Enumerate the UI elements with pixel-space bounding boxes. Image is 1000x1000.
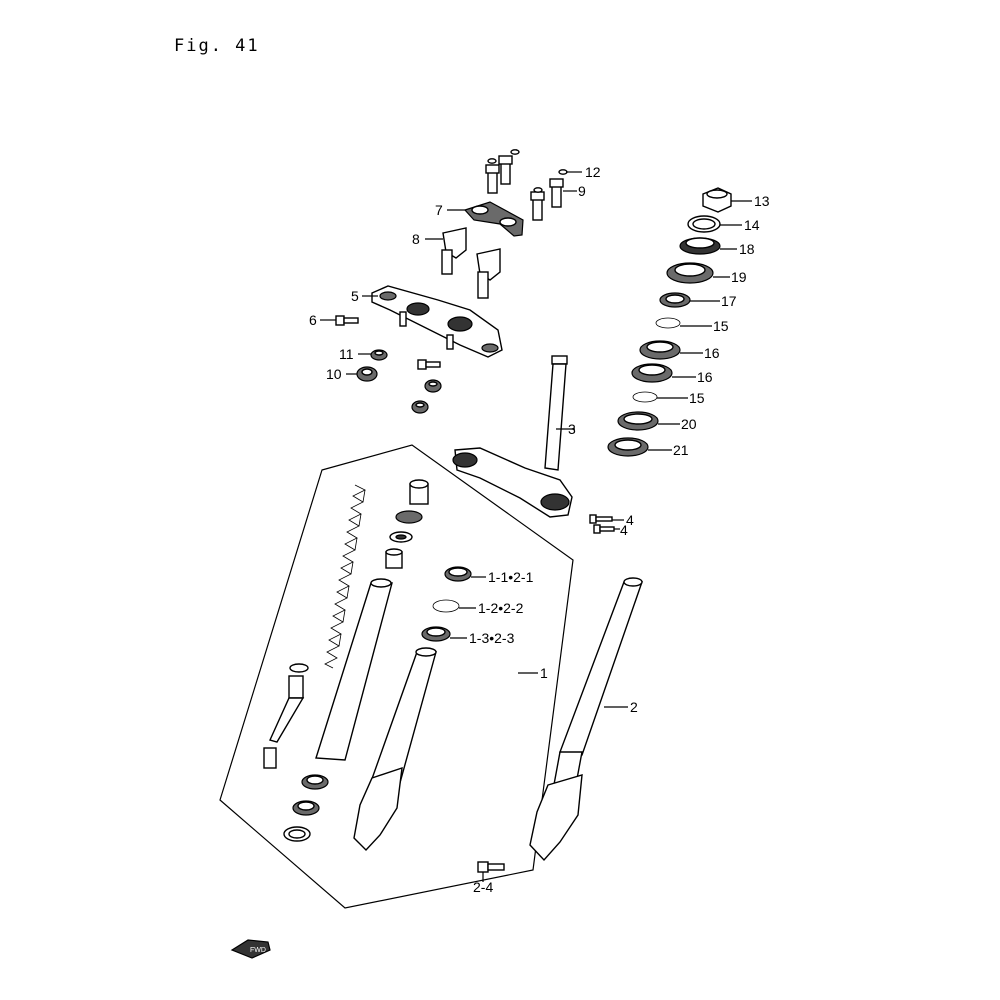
callout-2-4: 2-4: [473, 879, 493, 895]
axle-bolt-2-4: [477, 861, 505, 873]
bolt-small: [417, 359, 441, 370]
callout-13: 13: [754, 193, 770, 209]
fork-assembly-outline: [219, 444, 574, 909]
callout-4a: 4: [626, 512, 634, 528]
fork-leg-2: [529, 577, 643, 862]
fork-o-ring: [395, 510, 423, 524]
lower-handlebar-holder-8: [441, 227, 501, 299]
callout-1-2-2-2: 1-2•2-2: [478, 600, 524, 616]
race-20: [617, 411, 659, 431]
callout-20: 20: [681, 416, 697, 432]
callout-2: 2: [630, 699, 638, 715]
fork-spring: [324, 484, 366, 669]
callout-7: 7: [435, 202, 443, 218]
ball-race-15-lower: [632, 391, 658, 403]
upper-handlebar-holder-7: [463, 201, 524, 237]
callout-9: 9: [578, 183, 586, 199]
callout-11: 11: [339, 346, 354, 362]
callout-16b: 16: [697, 369, 713, 385]
seal-rings-lower: [283, 774, 329, 842]
washer-12-group: [487, 149, 568, 193]
nut-11: [370, 349, 388, 361]
fork-washer: [389, 531, 413, 543]
dust-seal-1-3: [421, 626, 451, 642]
callout-1: 1: [540, 665, 548, 681]
callout-1-3-2-3: 1-3•2-3: [469, 630, 515, 646]
oil-seal-1-1: [444, 566, 472, 582]
fork-outer-1: [353, 647, 437, 852]
fwd-direction-arrow: FWD: [230, 939, 271, 959]
figure-title: Fig. 41: [174, 36, 260, 56]
callout-17: 17: [721, 293, 737, 309]
bolt-4-pair: [589, 514, 615, 534]
callout-19: 19: [731, 269, 747, 285]
top-bridge-5: [371, 285, 503, 358]
bearing-race-16-upper: [639, 340, 681, 360]
adjust-nut-19: [666, 262, 714, 284]
bolt-6: [335, 315, 359, 326]
callout-10: 10: [326, 366, 342, 382]
callout-15b: 15: [689, 390, 705, 406]
washer-14: [687, 215, 721, 233]
callout-12: 12: [585, 164, 601, 180]
callout-8: 8: [412, 231, 420, 247]
callout-15a: 15: [713, 318, 729, 334]
inner-tube: [315, 578, 393, 761]
fwd-label: FWD: [250, 947, 266, 954]
callout-21: 21: [673, 442, 689, 458]
damper-rod: [263, 663, 309, 769]
dust-seal-17: [659, 292, 691, 308]
callout-3: 3: [568, 421, 576, 437]
stem-nut-13: [702, 187, 732, 213]
leader-lines: [320, 149, 752, 882]
bolt-9-group: [485, 155, 564, 221]
spacer-collar: [385, 548, 403, 569]
lock-nut-18: [679, 237, 721, 255]
collars-small: [411, 379, 442, 414]
callout-5: 5: [351, 288, 359, 304]
collar-10: [356, 366, 378, 382]
bearing-race-16-lower: [631, 363, 673, 383]
steering-stem-3: [452, 355, 573, 518]
callout-16a: 16: [704, 345, 720, 361]
dust-seal-21: [607, 437, 649, 457]
callout-6: 6: [309, 312, 317, 328]
callout-18: 18: [739, 241, 755, 257]
callout-labels: 12 9 7 8 5 6 11 10 3 4 4 13 14 18 19 17 …: [309, 164, 770, 895]
callout-1-1-2-1: 1-1•2-1: [488, 569, 534, 585]
callout-4b: 4: [620, 522, 628, 538]
callout-14: 14: [744, 217, 760, 233]
snap-ring-1-2: [432, 599, 460, 613]
ball-race-15-upper: [655, 317, 681, 329]
fork-cap: [409, 479, 429, 505]
